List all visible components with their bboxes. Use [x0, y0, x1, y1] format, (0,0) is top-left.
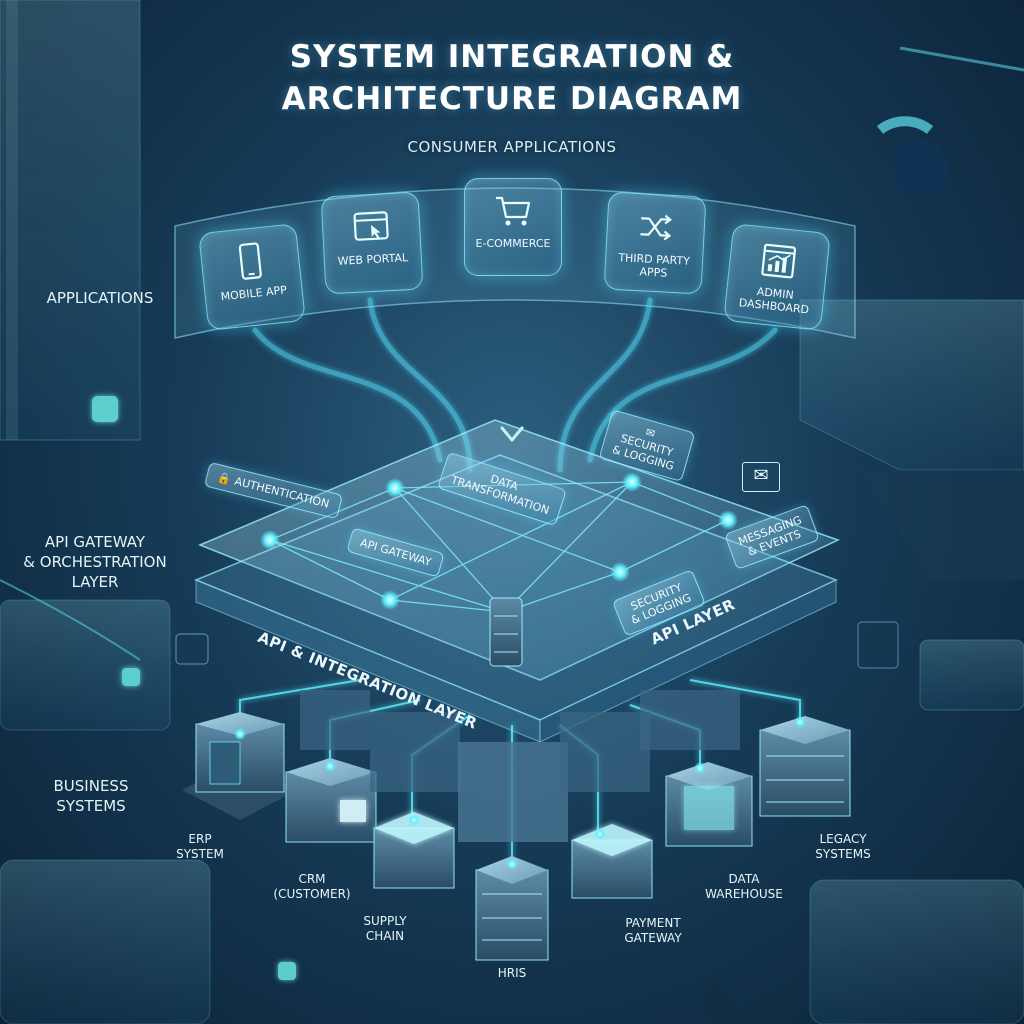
- app-card-third-party[interactable]: THIRD PARTY APPS: [603, 191, 707, 295]
- supply-chain-label-line1: SUPPLY: [363, 914, 407, 928]
- shopping-cart-icon: [496, 196, 531, 226]
- supply-chain-label-line2: CHAIN: [365, 929, 405, 943]
- crm-label-line1: CRM: [298, 872, 326, 886]
- crm-label-line2: (CUSTOMER): [273, 887, 351, 901]
- erp-system-label-line2: SYSTEM: [176, 847, 224, 861]
- server-crm: [285, 758, 377, 843]
- diagram-title: SYSTEM INTEGRATION & ARCHITECTURE DIAGRA…: [0, 36, 1024, 120]
- gateway-side-label-line1: API GATEWAY: [44, 533, 146, 551]
- business-systems-side-label-line1: BUSINESS: [53, 777, 129, 795]
- server-supply-chain: [373, 812, 455, 889]
- mail-icon: ✉: [742, 462, 780, 492]
- business-servers: [182, 690, 851, 961]
- data-warehouse-label-line2: WAREHOUSE: [705, 887, 783, 901]
- smartphone-icon: [238, 242, 262, 280]
- legacy-systems-label-line1: LEGACY: [819, 832, 867, 846]
- gateway-layer-plate: [198, 419, 840, 681]
- app-card-e-commerce[interactable]: E-COMMERCE: [464, 178, 562, 276]
- hris-label-line1: HRIS: [497, 966, 527, 980]
- supply-chain-label: SUPPLY CHAIN: [350, 914, 420, 944]
- diagram-title-line1: SYSTEM INTEGRATION &: [289, 39, 735, 75]
- server-payment-gateway: [571, 824, 653, 899]
- erp-system-label-line1: ERP: [188, 832, 212, 846]
- server-legacy: [759, 716, 851, 817]
- server-data-warehouse: [665, 762, 753, 847]
- app-card-third-party-label: THIRD PARTY APPS: [609, 251, 698, 282]
- app-card-mobile[interactable]: MOBILE APP: [198, 223, 306, 331]
- gateway-side-label-line3: LAYER: [71, 573, 119, 591]
- diagram-title-line2: ARCHITECTURE DIAGRAM: [281, 81, 743, 117]
- browser-window-icon: [353, 211, 389, 241]
- app-card-mobile-label-line1: MOBILE APP: [220, 283, 288, 304]
- gateway-side-label: API GATEWAY & ORCHESTRATION LAYER: [10, 532, 180, 592]
- data-warehouse-label-line1: DATA: [728, 872, 760, 886]
- payment-gateway-label-line1: PAYMENT: [625, 916, 681, 930]
- payment-gateway-label: PAYMENT GATEWAY: [610, 916, 696, 946]
- gateway-side-label-line2: & ORCHESTRATION: [23, 553, 167, 571]
- business-systems-side-label: BUSINESS SYSTEMS: [16, 776, 166, 816]
- erp-system-label: ERP SYSTEM: [160, 832, 240, 862]
- network-mesh: [269, 481, 729, 613]
- crm-label: CRM (CUSTOMER): [262, 872, 362, 902]
- server-erp: [182, 712, 298, 820]
- app-card-e-commerce-label-line1: E-COMMERCE: [475, 237, 551, 250]
- app-card-web-portal-label: WEB PORTAL: [329, 251, 418, 269]
- shuffle-icon: [640, 214, 672, 241]
- app-card-admin-dashboard[interactable]: ADMIN DASHBOARD: [723, 223, 831, 331]
- legacy-systems-label-line2: SYSTEMS: [815, 847, 871, 861]
- dashboard-chart-icon: [761, 243, 797, 279]
- business-systems-side-label-line2: SYSTEMS: [56, 797, 126, 815]
- lock-icon: 🔒: [216, 470, 233, 487]
- server-hris: [475, 856, 549, 961]
- data-warehouse-label: DATA WAREHOUSE: [694, 872, 794, 902]
- app-card-e-commerce-label: E-COMMERCE: [469, 237, 557, 250]
- app-card-mobile-label: MOBILE APP: [209, 282, 298, 304]
- gateway-central-server: [489, 597, 523, 667]
- legacy-systems-label: LEGACY SYSTEMS: [800, 832, 886, 862]
- app-card-admin-dashboard-label: ADMIN DASHBOARD: [729, 282, 819, 317]
- network-nodes: [260, 472, 738, 610]
- app-card-web-portal-label-line1: WEB PORTAL: [337, 251, 409, 268]
- app-card-web-portal[interactable]: WEB PORTAL: [320, 191, 424, 295]
- payment-gateway-label-line2: GATEWAY: [624, 931, 682, 945]
- integration-layer-edge-right: [539, 579, 837, 743]
- hris-label: HRIS: [472, 966, 552, 981]
- applications-side-label: APPLICATIONS: [46, 289, 154, 307]
- consumer-applications-heading: CONSUMER APPLICATIONS: [407, 138, 617, 156]
